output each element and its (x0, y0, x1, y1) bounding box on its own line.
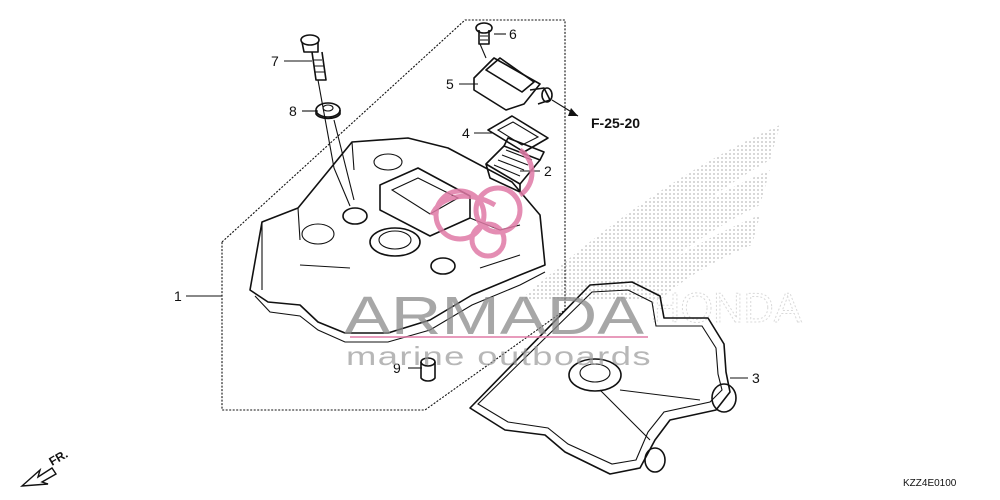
front-direction-arrow-icon (19, 467, 57, 487)
breather-cover (473, 57, 553, 111)
callout-3: 3 (752, 370, 760, 386)
watermark-subtitle: marine outboards (346, 341, 652, 371)
breather-gasket (487, 115, 549, 153)
brand-faint-text: HONDA (650, 284, 802, 331)
armada-logo-icon (429, 147, 535, 259)
callout-1: 1 (174, 288, 182, 304)
dowel-pin (420, 357, 436, 382)
callout-7: 7 (271, 53, 279, 69)
bolt-small (475, 22, 493, 45)
callout-4: 4 (462, 125, 470, 141)
front-direction-label: FR. (47, 447, 71, 469)
watermark-underline (350, 336, 648, 338)
callout-9: 9 (393, 360, 401, 376)
breather-baffle (485, 137, 545, 193)
callout-5: 5 (446, 76, 454, 92)
reference-label: F-25-20 (591, 115, 640, 131)
bolt-long (300, 34, 327, 81)
callout-8: 8 (289, 103, 297, 119)
head-cover-packing (469, 281, 737, 475)
leader-lines (186, 33, 748, 379)
washer (315, 102, 341, 120)
callout-2: 2 (544, 163, 552, 179)
honda-wing-watermark: HONDA (520, 125, 802, 332)
diagram-code: KZZ4E0100 (903, 478, 957, 489)
callout-6: 6 (509, 26, 517, 42)
